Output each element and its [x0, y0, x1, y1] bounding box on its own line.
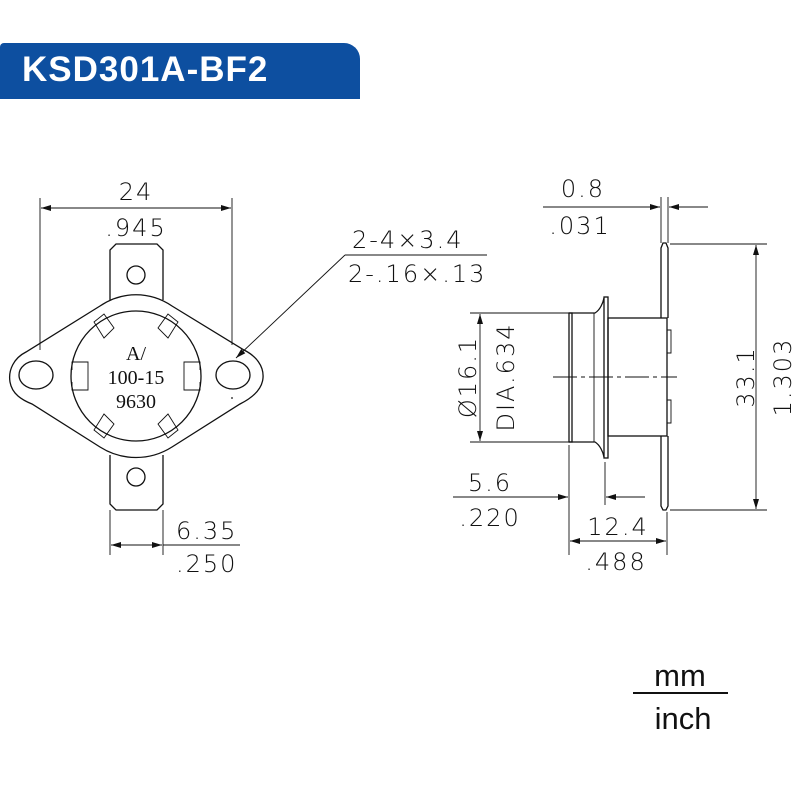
mounting-hole-right [215, 360, 251, 390]
terminal-width-mm: 6.35 [176, 517, 237, 545]
marking-line-2: 100-15 [108, 367, 165, 389]
terminal-hole [126, 467, 146, 487]
cap-depth-inch: .220 [459, 504, 520, 532]
side-view: 0.8 .031 33.1 1.303 Ø16.1 DIA.634 5.6 [453, 175, 797, 576]
thickness-inch: .031 [549, 212, 610, 240]
hole-size-inch: 2-.16×.13 [348, 260, 486, 288]
side-flange [603, 296, 609, 459]
diameter-mm: Ø16.1 [454, 336, 482, 418]
top-terminal [109, 243, 164, 300]
thickness-mm: 0.8 [561, 175, 605, 203]
depth-inch: .488 [585, 548, 646, 576]
title-tab: KSD301A-BF2 [0, 43, 360, 99]
width-inch: .945 [105, 214, 166, 242]
terminal-blade [660, 242, 669, 318]
depth-mm: 12.4 [587, 513, 648, 541]
cap-depth-mm: 5.6 [468, 469, 512, 497]
cap-tabs [71, 313, 201, 439]
front-view: 24 .945 A/ 100-15 9630 6.35 .25 [8, 178, 487, 578]
marking-line-3: 9630 [116, 391, 156, 413]
unit-inch: inch [655, 701, 712, 736]
hole-size-mm: 2-4×3.4 [352, 226, 463, 254]
height-mm: 33.1 [732, 346, 760, 407]
unit-mm: mm [654, 658, 706, 693]
model-title: KSD301A-BF2 [22, 50, 269, 89]
units-legend: mm inch [633, 658, 728, 736]
width-mm: 24 [119, 178, 154, 206]
height-inch: 1.303 [769, 338, 797, 417]
terminal-width-inch: .250 [176, 550, 237, 578]
terminal-hole [126, 265, 146, 285]
marking-line-1: A/ [126, 343, 146, 365]
diameter-inch: DIA.634 [492, 323, 520, 432]
cap-disc [70, 310, 202, 442]
mounting-hole-left [18, 360, 54, 390]
mounting-flange [8, 294, 264, 459]
bottom-terminal [109, 455, 164, 511]
